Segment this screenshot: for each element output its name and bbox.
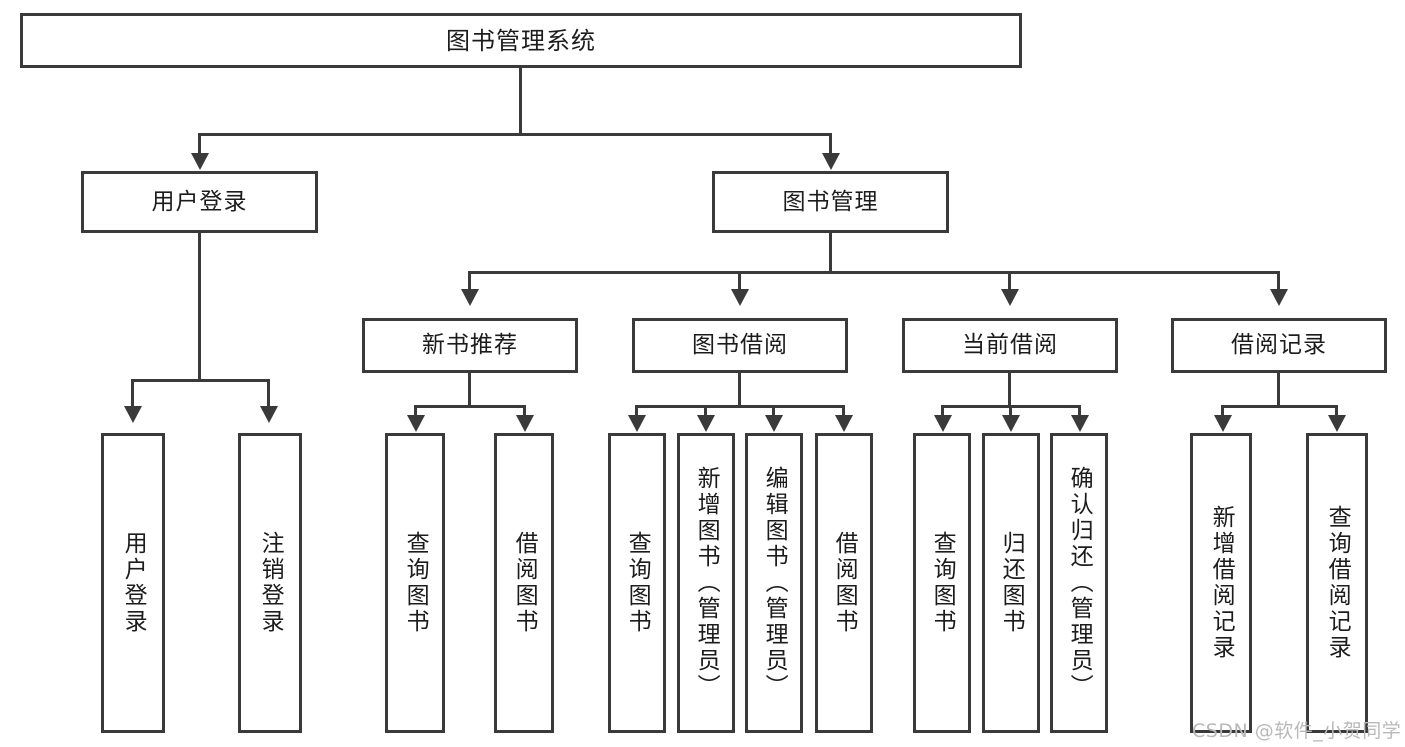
node-label: 图书借阅 bbox=[692, 332, 788, 359]
edge-book-borrow-to-leaf-3 bbox=[772, 405, 775, 419]
arrowhead-user-login-to-leaf-2 bbox=[260, 406, 278, 423]
node-label: 用户登录 bbox=[120, 531, 147, 635]
node-label: 确认归还（管理员） bbox=[1066, 466, 1093, 700]
edge-current-borrow-to-leaf-1 bbox=[941, 405, 944, 419]
node-book-management[interactable]: 图书管理 bbox=[712, 171, 949, 233]
arrowhead-book-borrow-to-leaf-2 bbox=[697, 415, 715, 432]
arrowhead-book-mgmt-to-l3-2 bbox=[731, 289, 749, 306]
arrowhead-root-to-user-login bbox=[191, 153, 209, 170]
edge-book-borrow-to-leaf-4 bbox=[842, 405, 845, 419]
leaf-current-borrow-return[interactable]: 归还图书 bbox=[982, 433, 1040, 733]
node-label: 用户登录 bbox=[151, 188, 248, 215]
edge-user-login-to-leaf-2 bbox=[267, 379, 270, 410]
edge-root-bar bbox=[198, 133, 832, 136]
edge-book-borrow-to-leaf-2 bbox=[704, 405, 707, 419]
edge-root-to-user-login bbox=[198, 133, 201, 157]
edge-book-borrow-to-leaf-1 bbox=[635, 405, 638, 419]
edge-new-book-to-leaf-1 bbox=[414, 405, 417, 419]
leaf-new-book-query[interactable]: 查询图书 bbox=[385, 433, 445, 733]
leaf-book-borrow-edit[interactable]: 编辑图书（管理员） bbox=[745, 433, 803, 733]
edge-borrow-record-to-leaf-2 bbox=[1335, 405, 1338, 419]
leaf-user-login-login[interactable]: 用户登录 bbox=[101, 433, 165, 733]
arrowhead-borrow-record-to-leaf-1 bbox=[1214, 415, 1232, 432]
arrowhead-new-book-to-leaf-1 bbox=[407, 415, 425, 432]
arrowhead-book-borrow-to-leaf-3 bbox=[765, 415, 783, 432]
leaf-new-book-borrow[interactable]: 借阅图书 bbox=[494, 433, 554, 733]
edge-current-borrow-to-leaf-3 bbox=[1078, 405, 1081, 419]
node-label: 查询图书 bbox=[624, 531, 651, 635]
node-label: 新增图书（管理员） bbox=[693, 466, 720, 700]
edge-book-borrow-bar bbox=[635, 405, 845, 408]
node-root-system[interactable]: 图书管理系统 bbox=[20, 13, 1022, 68]
node-label: 归还图书 bbox=[998, 531, 1025, 635]
node-label: 编辑图书（管理员） bbox=[761, 466, 788, 700]
edge-book-mgmt-to-l3-4 bbox=[1277, 271, 1280, 293]
leaf-borrow-record-query[interactable]: 查询借阅记录 bbox=[1306, 433, 1368, 733]
leaf-current-borrow-confirm[interactable]: 确认归还（管理员） bbox=[1050, 433, 1108, 733]
node-borrow-record[interactable]: 借阅记录 bbox=[1171, 318, 1387, 373]
leaf-borrow-record-add[interactable]: 新增借阅记录 bbox=[1190, 433, 1252, 733]
arrowhead-book-mgmt-to-l3-1 bbox=[461, 289, 479, 306]
edge-borrow-record-to-leaf-1 bbox=[1221, 405, 1224, 419]
edge-current-borrow-stem bbox=[1008, 373, 1011, 407]
node-label: 注销登录 bbox=[257, 531, 284, 635]
leaf-book-borrow-add[interactable]: 新增图书（管理员） bbox=[677, 433, 735, 733]
arrowhead-current-borrow-to-leaf-1 bbox=[934, 415, 952, 432]
arrowhead-book-borrow-to-leaf-1 bbox=[628, 415, 646, 432]
edge-root-to-book-mgmt bbox=[829, 133, 832, 157]
edge-user-login-to-leaf-1 bbox=[131, 379, 134, 410]
node-label: 新增借阅记录 bbox=[1208, 505, 1235, 661]
edge-book-mgmt-to-l3-2 bbox=[738, 271, 741, 293]
arrowhead-root-to-book-mgmt bbox=[822, 153, 840, 170]
arrowhead-current-borrow-to-leaf-2 bbox=[1002, 415, 1020, 432]
edge-book-mgmt-to-l3-1 bbox=[468, 271, 471, 293]
node-label: 新书推荐 bbox=[422, 332, 518, 359]
arrowhead-book-mgmt-to-l3-4 bbox=[1270, 289, 1288, 306]
arrowhead-borrow-record-to-leaf-2 bbox=[1328, 415, 1346, 432]
edge-borrow-record-stem bbox=[1277, 373, 1280, 407]
arrowhead-user-login-to-leaf-1 bbox=[124, 406, 142, 423]
edge-new-book-to-leaf-2 bbox=[523, 405, 526, 419]
node-new-book-recommend[interactable]: 新书推荐 bbox=[362, 318, 578, 373]
edge-borrow-record-bar bbox=[1221, 405, 1338, 408]
node-user-login[interactable]: 用户登录 bbox=[81, 171, 318, 233]
leaf-user-login-logout[interactable]: 注销登录 bbox=[238, 433, 302, 733]
leaf-current-borrow-query[interactable]: 查询图书 bbox=[913, 433, 971, 733]
node-label: 借阅记录 bbox=[1231, 332, 1327, 359]
arrowhead-current-borrow-to-leaf-3 bbox=[1071, 415, 1089, 432]
edge-user-login-bar bbox=[131, 379, 270, 382]
edge-new-book-bar bbox=[414, 405, 526, 408]
node-label: 借阅图书 bbox=[831, 531, 858, 635]
edge-current-borrow-to-leaf-2 bbox=[1009, 405, 1012, 419]
edge-book-borrow-stem bbox=[738, 373, 741, 407]
node-label: 借阅图书 bbox=[511, 531, 538, 635]
edge-root-stem bbox=[519, 68, 522, 133]
node-current-borrow[interactable]: 当前借阅 bbox=[902, 318, 1118, 373]
node-label: 图书管理系统 bbox=[446, 26, 596, 55]
leaf-book-borrow-query[interactable]: 查询图书 bbox=[608, 433, 666, 733]
node-label: 当前借阅 bbox=[962, 332, 1058, 359]
edge-new-book-stem bbox=[468, 373, 471, 407]
edge-book-mgmt-bar bbox=[468, 271, 1280, 274]
node-label: 查询图书 bbox=[402, 531, 429, 635]
arrowhead-new-book-to-leaf-2 bbox=[516, 415, 534, 432]
arrowhead-book-mgmt-to-l3-3 bbox=[1001, 289, 1019, 306]
edge-user-login-stem bbox=[198, 233, 201, 381]
edge-book-mgmt-stem bbox=[829, 233, 832, 273]
arrowhead-book-borrow-to-leaf-4 bbox=[835, 415, 853, 432]
node-label: 图书管理 bbox=[782, 188, 879, 215]
node-label: 查询借阅记录 bbox=[1324, 505, 1351, 661]
leaf-book-borrow-borrow[interactable]: 借阅图书 bbox=[815, 433, 873, 733]
node-label: 查询图书 bbox=[929, 531, 956, 635]
node-book-borrow[interactable]: 图书借阅 bbox=[632, 318, 848, 373]
edge-book-mgmt-to-l3-3 bbox=[1008, 271, 1011, 293]
